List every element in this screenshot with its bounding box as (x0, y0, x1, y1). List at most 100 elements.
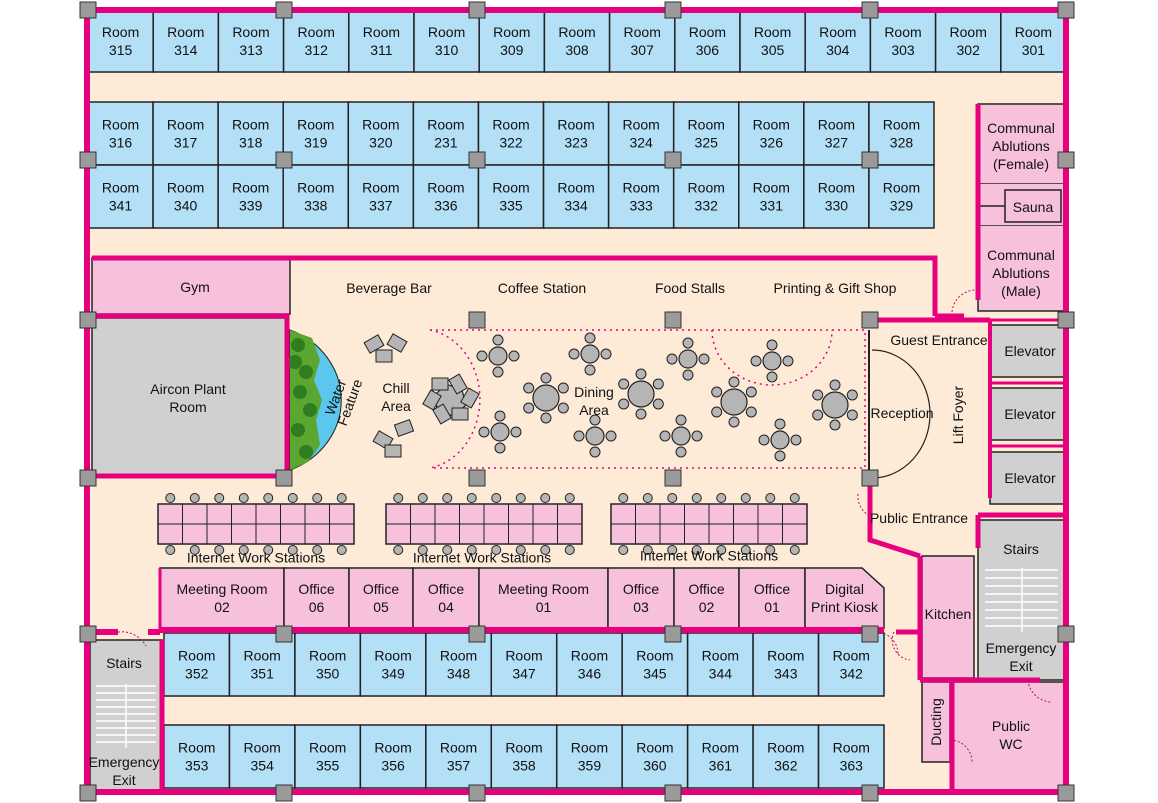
door-corridor (875, 631, 899, 655)
pillar-34 (1057, 784, 1075, 802)
work-stations-3-chair-bottom (789, 545, 800, 555)
room-344 (686, 632, 754, 697)
reception-desk-arc (871, 349, 931, 479)
small-table-1-chair (476, 350, 488, 362)
room-311 (348, 9, 415, 73)
chill-sofa-5 (393, 418, 415, 438)
room-351 (228, 632, 296, 697)
door-emergency-right (1027, 679, 1053, 703)
room-303 (869, 9, 937, 73)
small-table-6 (585, 426, 605, 446)
work-stations-1-chair-top (263, 493, 274, 503)
work-stations-1-chair-top (312, 493, 323, 503)
small-table-7-chair (675, 446, 687, 458)
room-342 (817, 632, 885, 697)
work-stations-2-chair-top (540, 493, 551, 503)
room-328 (868, 101, 935, 166)
large-table-2-chair (635, 408, 647, 420)
small-table-8-chair (774, 418, 786, 430)
small-table-3 (678, 349, 698, 369)
room-332 (672, 164, 740, 229)
pillar-17 (1057, 311, 1075, 329)
room-353 (163, 724, 231, 789)
room-355 (294, 724, 362, 789)
lift-foyer-label: Lift Foyer (950, 385, 966, 444)
room-339 (217, 164, 284, 229)
plant-leaf (299, 445, 313, 459)
dining-area-outline (430, 329, 866, 469)
work-stations-3-chair-bottom (667, 545, 678, 555)
large-table-1-chair (557, 402, 569, 414)
pillar-28 (1057, 625, 1075, 643)
large-table-1-chair (557, 382, 569, 394)
large-table-2-chair (618, 378, 630, 390)
work-stations-3-chair-bottom (765, 545, 776, 555)
reception-label: Reception (870, 405, 933, 421)
sauna-label: Sauna (1013, 199, 1054, 215)
work-stations-1-chair-bottom (336, 545, 347, 555)
gym-label: Gym (180, 279, 210, 295)
gym-area (91, 257, 291, 315)
room-331 (738, 164, 805, 229)
small-table-7-chair (691, 430, 703, 442)
ducting-label: Ducting (928, 698, 944, 745)
large-table-4-chair (829, 379, 841, 391)
chill-sofa-1 (363, 334, 385, 354)
door-kitchen (891, 631, 911, 661)
small-table-3-chair (682, 337, 694, 349)
pillar-3 (468, 1, 486, 19)
work-stations-1-chair-bottom (165, 545, 176, 555)
lounge-top-wall (92, 255, 938, 316)
work-stations-1-chair-bottom (312, 545, 323, 555)
dining-area-arc (429, 329, 481, 469)
room-337 (347, 164, 415, 229)
door-public-entrance (857, 493, 871, 517)
public-entrance-label: Public Entrance (870, 510, 968, 526)
room-347 (490, 632, 558, 697)
work-stations-1-chair-bottom (214, 545, 225, 555)
aircon-plant-room (91, 317, 288, 477)
aircon-wall (92, 313, 290, 479)
small-table-3-chair (666, 353, 678, 365)
work-stations-2-chair-bottom (515, 545, 526, 555)
pillar-1 (79, 1, 97, 19)
work-stations-3-chair-bottom (618, 545, 629, 555)
small-table-2-chair (568, 348, 580, 360)
small-table-5-chair (494, 410, 506, 422)
coffee-station-label: Coffee Station (498, 280, 586, 296)
work-stations-2-chair-top (442, 493, 453, 503)
chill-seat-6 (422, 389, 442, 411)
small-table-7-chair (675, 414, 687, 426)
office-2 (283, 567, 350, 629)
large-table-1-chair (523, 402, 535, 414)
work-stations-3-chair-top (618, 493, 629, 503)
elevator-1 (989, 324, 1067, 378)
small-table-2-chair (584, 364, 596, 376)
large-table-3-chair (728, 376, 740, 388)
large-table-3-chair (728, 416, 740, 428)
elevator-label-2: Elevator (1004, 406, 1056, 422)
stairs-right-label: Stairs (1003, 541, 1039, 557)
room-305 (739, 9, 806, 73)
